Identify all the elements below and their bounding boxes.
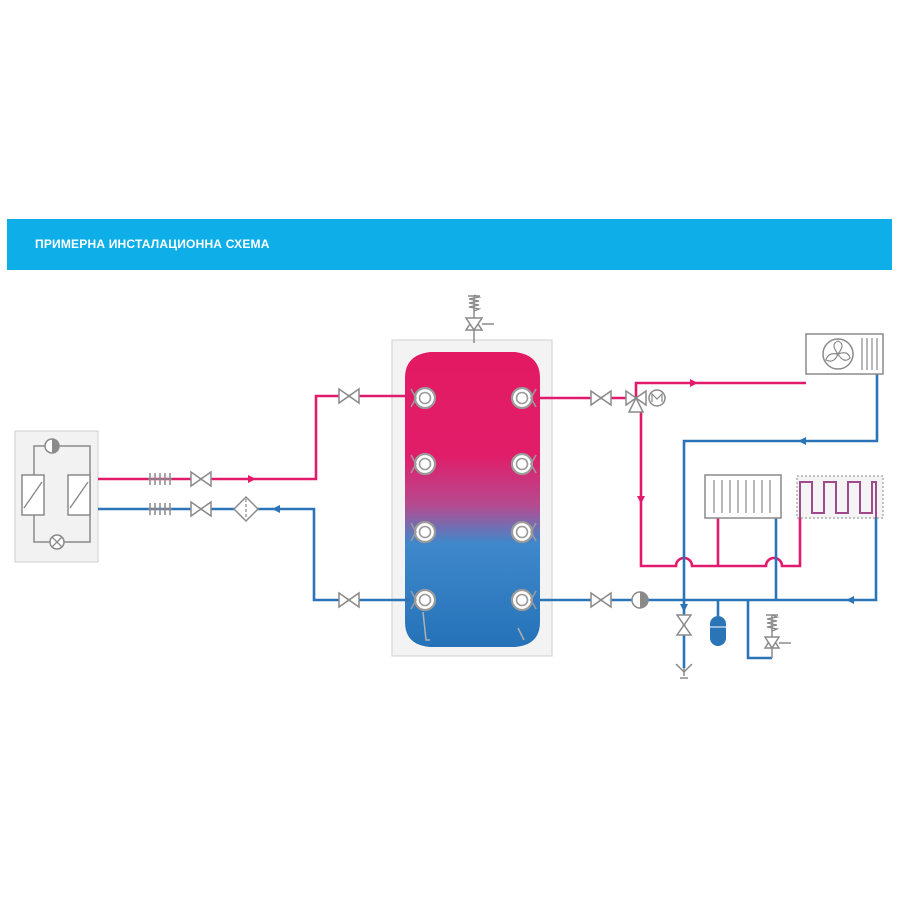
banner-title: ПРИМЕРНА ИНСТАЛАЦИОННА СХЕМА xyxy=(35,237,270,251)
outdoor-unit xyxy=(805,333,884,375)
motor-icon xyxy=(648,389,666,407)
safety-valve-bottom xyxy=(763,614,791,658)
underfloor-heating-icon xyxy=(796,475,884,519)
cold-pipes xyxy=(98,374,879,668)
strainer-icon xyxy=(232,495,260,523)
expansion-vessel-icon xyxy=(710,616,726,646)
radiator-icon xyxy=(704,474,782,519)
flow-arrows xyxy=(248,379,854,612)
drain-icon xyxy=(675,663,693,679)
flexible-connectors xyxy=(148,473,172,515)
three-way-valve xyxy=(625,389,666,413)
heat-pump-unit xyxy=(14,430,99,563)
circulation-pump-icon xyxy=(631,591,649,609)
safety-valve-top xyxy=(464,294,494,343)
title-banner: ПРИМЕРНА ИНСТАЛАЦИОННА СХЕМА xyxy=(7,219,892,270)
